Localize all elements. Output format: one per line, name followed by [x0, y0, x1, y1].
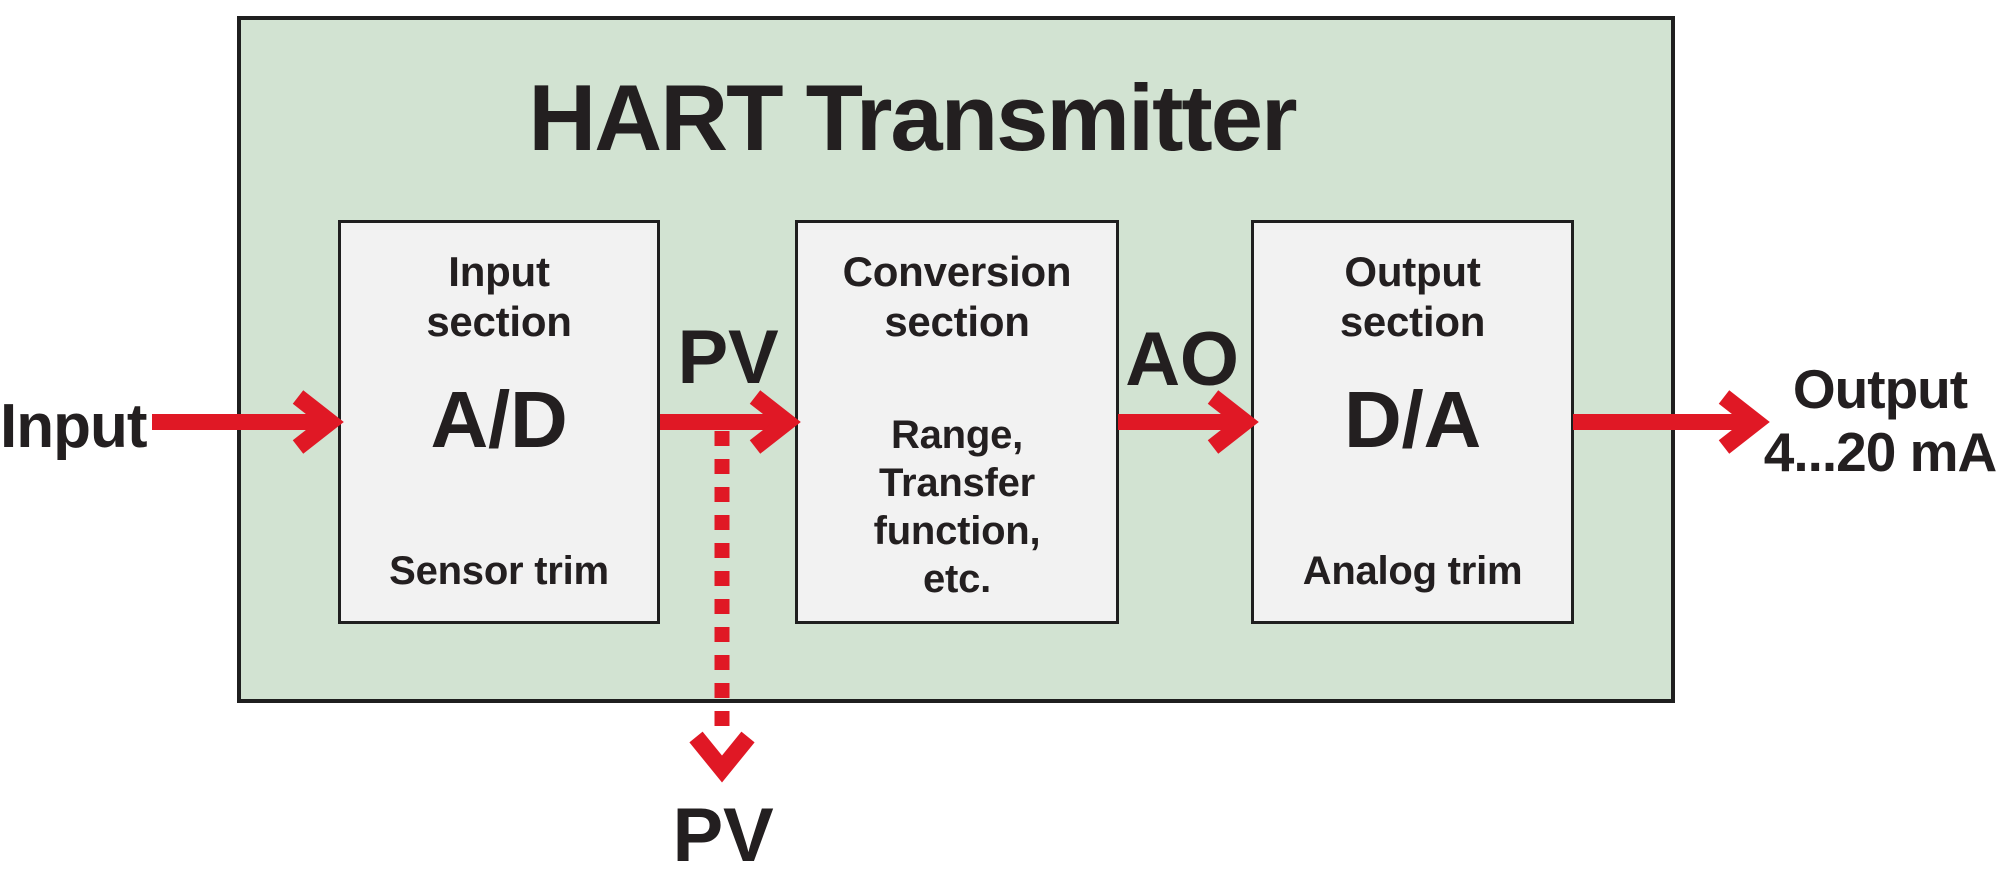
conversion-section-box: Conversion section Range, Transfer funct…: [795, 220, 1119, 624]
output-arrow: [1573, 390, 1770, 454]
diagram-title: HART Transmitter: [528, 65, 1297, 170]
sensor-trim-label: Sensor trim: [389, 549, 609, 593]
da-converter-label: D/A: [1343, 375, 1482, 465]
conversion-details-line3: etc.: [923, 557, 991, 601]
input-section-header-line1: Input: [448, 248, 550, 295]
input-section-header-line2: section: [426, 298, 572, 346]
pv-label: PV: [677, 315, 779, 400]
input-section-box: Input section A/D Sensor trim: [338, 220, 660, 624]
input-arrow: [152, 390, 344, 454]
ad-converter-label: A/D: [430, 375, 568, 465]
analog-trim-label: Analog trim: [1302, 549, 1523, 593]
ao-label: AO: [1125, 317, 1239, 402]
input-label: Input: [0, 392, 148, 461]
conversion-details-line1: Range,: [891, 413, 1023, 457]
output-section-header: Output section: [1254, 247, 1571, 348]
conversion-details-line2: Transfer function,: [873, 461, 1041, 553]
conversion-section-header: Conversion section: [798, 247, 1116, 348]
output-label: Output 4...20 mA: [1758, 358, 2000, 485]
output-label-line1: Output: [1792, 358, 1968, 420]
output-section-header-line1: Output: [1344, 248, 1481, 295]
conversion-section-header-line1: Conversion: [842, 248, 1072, 295]
input-section-header: Input section: [341, 247, 657, 348]
pv-arrow: [660, 390, 801, 454]
conversion-section-header-line2: section: [884, 298, 1030, 346]
pv-branch-dashed-arrow: [689, 431, 755, 783]
conversion-details-label: Range, Transfer function, etc.: [798, 411, 1116, 603]
output-section-box: Output section D/A Analog trim: [1251, 220, 1574, 624]
output-section-header-line2: section: [1339, 298, 1486, 346]
output-label-line2: 4...20 mA: [1763, 421, 1998, 484]
pv-branch-label: PV: [672, 793, 774, 873]
ao-arrow: [1118, 390, 1259, 454]
